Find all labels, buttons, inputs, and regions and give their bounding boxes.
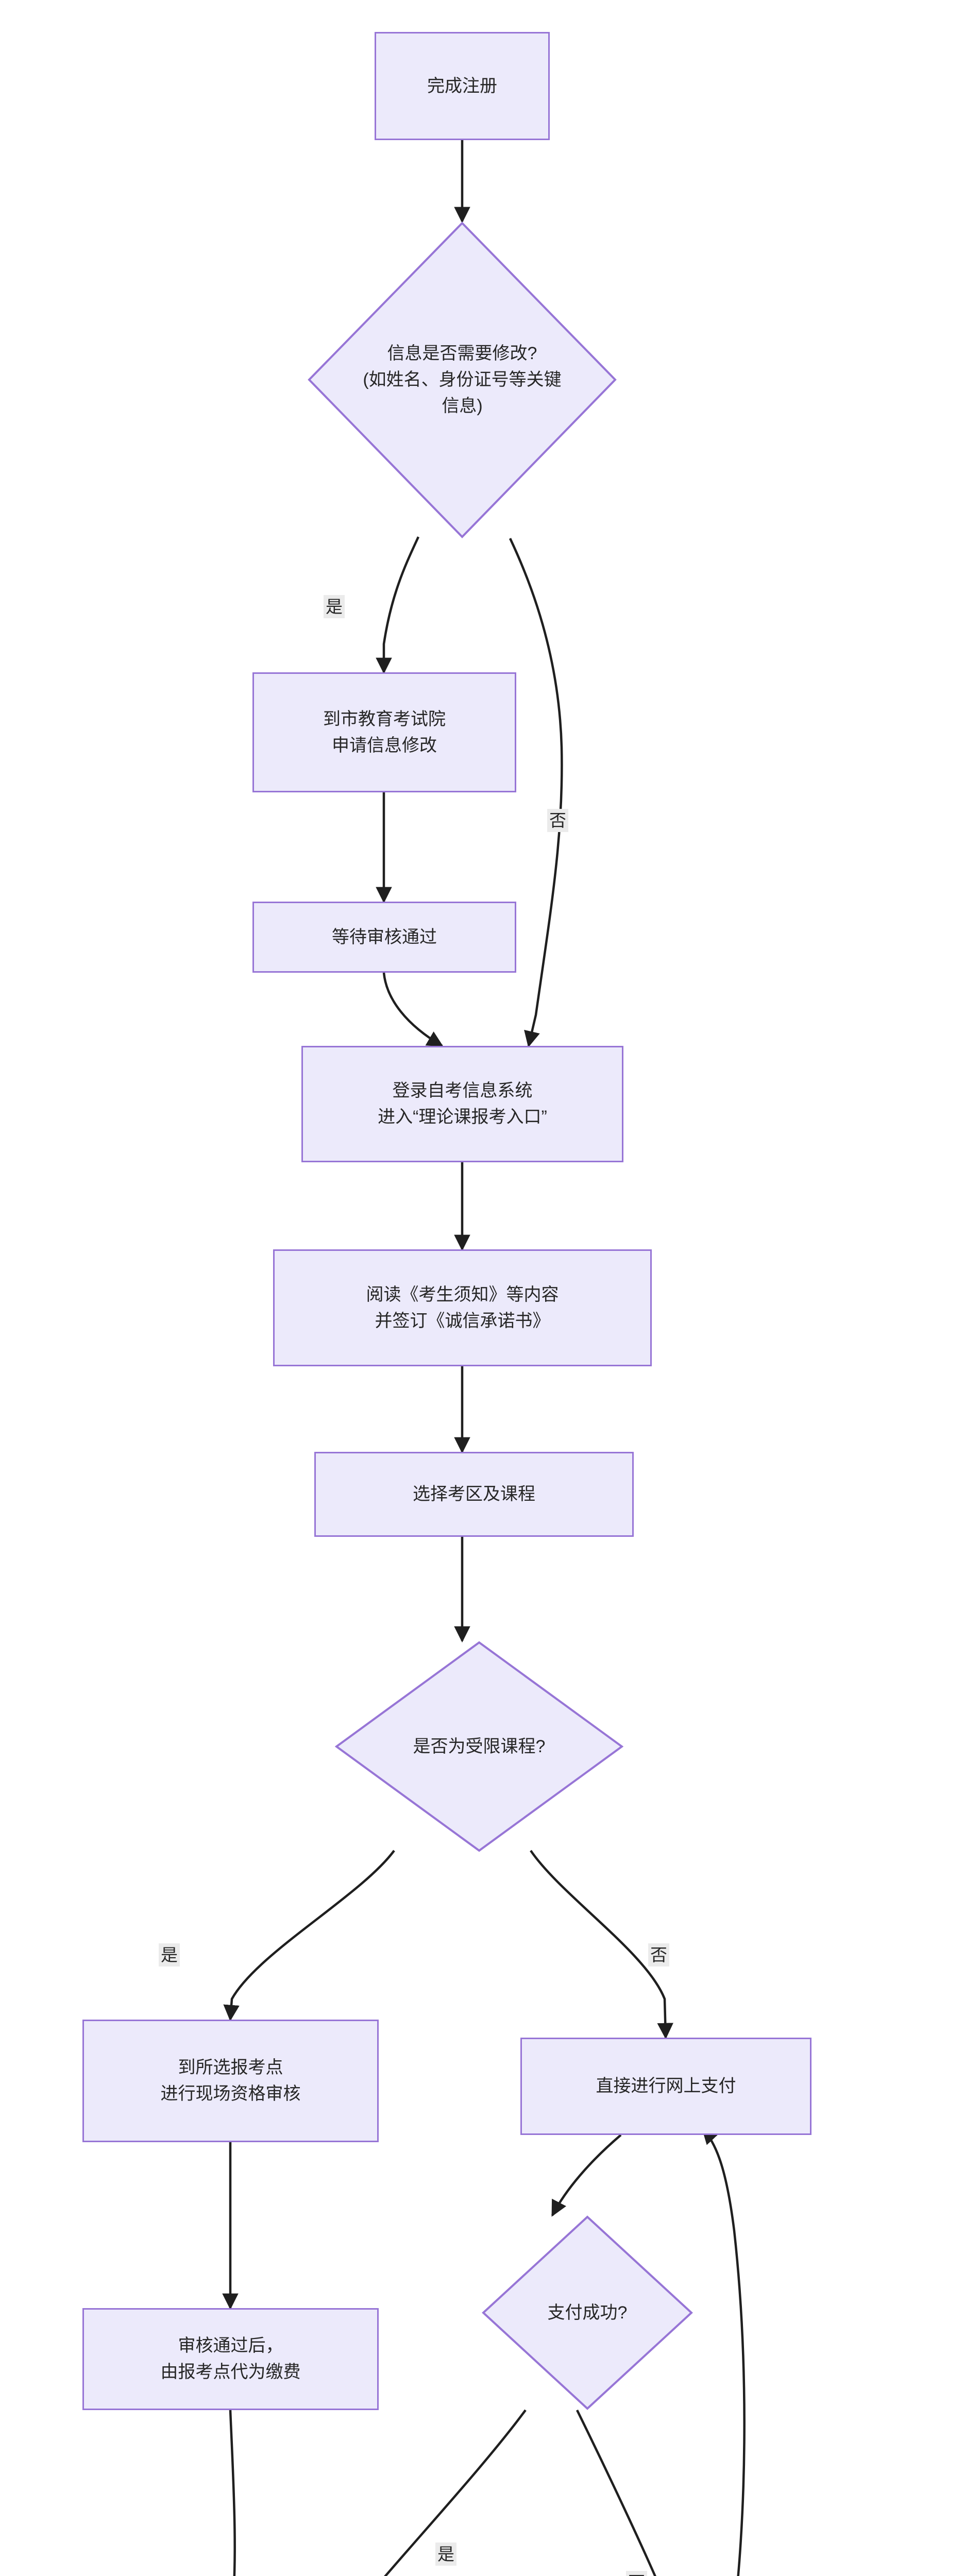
edge-n11-n13 [229,2410,236,2576]
node-label: 完成注册 [427,76,497,96]
node-apply-info-change[interactable]: 到市教育考试院 申请信息修改 [252,672,516,792]
node-label: 到所选报考点 进行现场资格审核 [160,2058,301,2104]
node-label: 直接进行网上支付 [596,2076,736,2096]
node-onsite-qualification-review[interactable]: 到所选报考点 进行现场资格审核 [82,2020,379,2142]
edge-n8-n10 [530,1850,673,2040]
node-label: 到市教育考试院 申请信息修改 [323,709,446,755]
edge-label-no-payment: 否 [626,2571,647,2576]
node-select-district-courses[interactable]: 选择考区及课程 [314,1452,634,1537]
node-login-system[interactable]: 登录自考信息系统 进入“理论课报考入口” [301,1046,623,1162]
edge-n14-n14-to-n10 [701,2127,746,2576]
node-label: 选择考区及课程 [413,1484,535,1504]
diamond-shape-icon [482,2215,693,2410]
node-decision-need-info-change[interactable]: 信息是否需要修改? (如姓名、身份证号等关键 信息) [308,222,617,538]
edge-n4-n5 [382,972,444,1047]
node-label: 登录自考信息系统 进入“理论课报考入口” [378,1081,547,1127]
node-wait-approval[interactable]: 等待审核通过 [252,902,516,973]
edge-n2-n5 [509,538,563,1048]
edge-n2-n3 [376,536,420,674]
diamond-shape-icon [335,1641,623,1852]
edge-n8-n9 [223,1850,395,2022]
node-label: 等待审核通过 [332,927,437,947]
edge-n10-n12 [551,2134,622,2217]
node-label: 支付成功? [547,2302,628,2323]
node-exam-point-pays[interactable]: 审核通过后， 由报考点代为缴费 [82,2308,379,2410]
edge-label-yes-payment: 是 [435,2543,456,2566]
edge-label-yes-info-change: 是 [324,595,345,619]
edge-label-yes-restricted: 是 [159,1943,180,1967]
node-decision-payment-success[interactable]: 支付成功? [482,2215,693,2410]
node-label: 是否为受限课程? [413,1736,546,1756]
node-complete-registration[interactable]: 完成注册 [375,32,550,140]
edge-label-no-info-change: 否 [547,809,568,833]
diamond-shape-icon [308,222,617,538]
node-decision-restricted-course[interactable]: 是否为受限课程? [335,1641,623,1852]
node-label: 信息是否需要修改? (如姓名、身份证号等关键 信息) [363,344,562,416]
node-read-notice-sign-commitment[interactable]: 阅读《考生须知》等内容 并签订《诚信承诺书》 [273,1249,652,1366]
node-label: 审核通过后， 由报考点代为缴费 [160,2336,301,2382]
edge-label-no-restricted: 否 [648,1943,669,1967]
node-label: 阅读《考生须知》等内容 并签订《诚信承诺书》 [366,1284,559,1331]
node-online-payment[interactable]: 直接进行网上支付 [520,2038,811,2135]
edge-n12-n14 [576,2410,656,2576]
